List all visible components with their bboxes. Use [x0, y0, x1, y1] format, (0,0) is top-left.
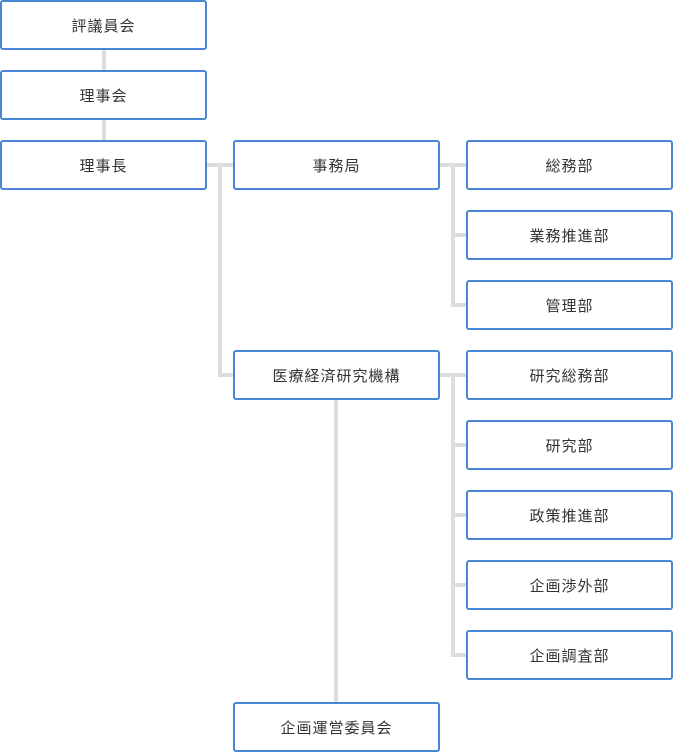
connector-institute-dept-4	[451, 583, 466, 587]
connector-secretariat-dept-3	[451, 303, 466, 307]
research-dept-box[interactable]: 研究部	[466, 420, 673, 470]
president-box[interactable]: 理事長	[0, 140, 207, 190]
management-dept-box[interactable]: 管理部	[466, 280, 673, 330]
connector-president-trunk	[218, 163, 222, 377]
connector-institute-dept-3	[451, 513, 466, 517]
secretariat-box[interactable]: 事務局	[233, 140, 440, 190]
planning-research-dept-box[interactable]: 企画調査部	[466, 630, 673, 680]
connector-institute-dept-5	[451, 653, 466, 657]
business-promotion-dept-box[interactable]: 業務推進部	[466, 210, 673, 260]
connector-institute-dept-2	[451, 443, 466, 447]
connector-secretariat-dept-2	[451, 233, 466, 237]
institute-box[interactable]: 医療経済研究機構	[233, 350, 440, 400]
planning-committee-box[interactable]: 企画運営委員会	[233, 702, 440, 752]
connector-council-board	[102, 49, 106, 71]
research-general-affairs-dept-box[interactable]: 研究総務部	[466, 350, 673, 400]
policy-promotion-dept-box[interactable]: 政策推進部	[466, 490, 673, 540]
board-box[interactable]: 理事会	[0, 70, 207, 120]
general-affairs-dept-box[interactable]: 総務部	[466, 140, 673, 190]
connector-trunk-institute	[218, 373, 233, 377]
connector-institute-committee	[334, 399, 338, 703]
connector-board-president	[102, 119, 106, 141]
council-box[interactable]: 評議員会	[0, 0, 207, 50]
planning-liaison-dept-box[interactable]: 企画渉外部	[466, 560, 673, 610]
